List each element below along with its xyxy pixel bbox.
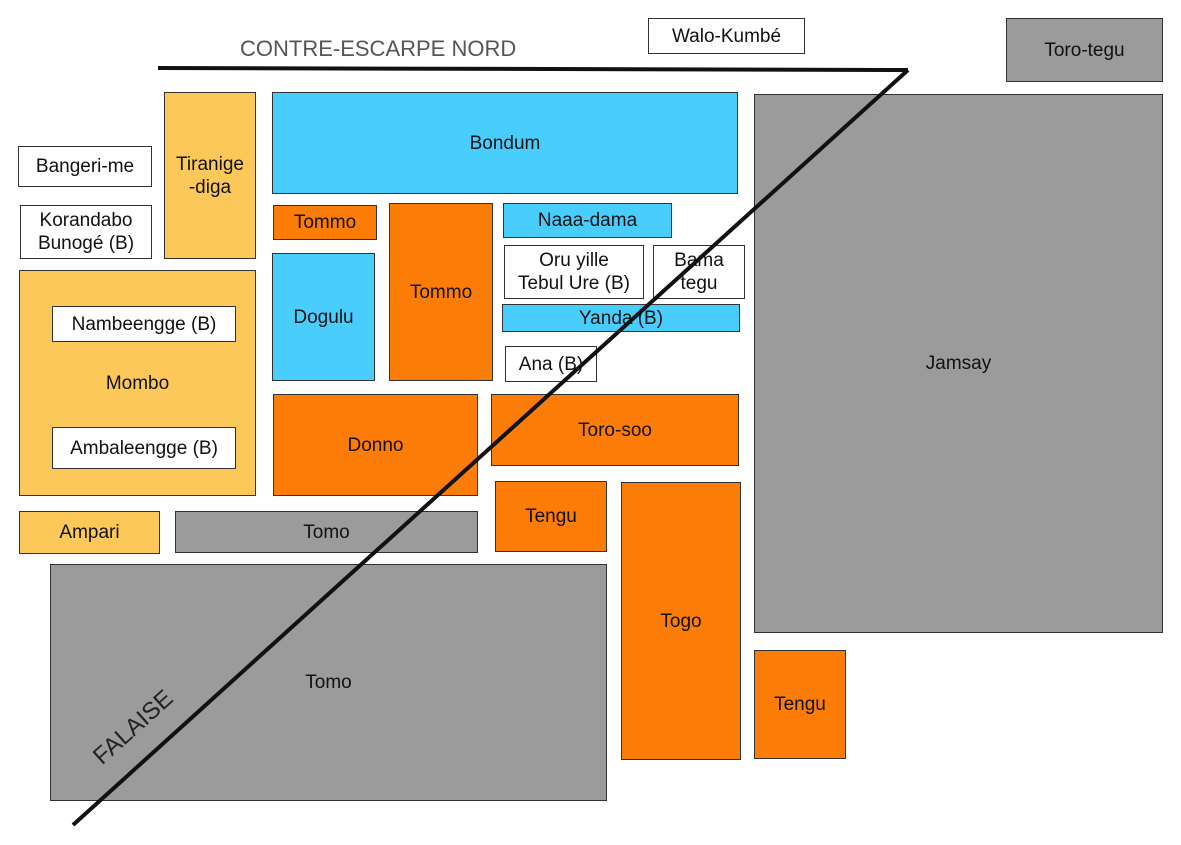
- area-togo: Togo: [621, 482, 741, 760]
- area-bondum: Bondum: [272, 92, 738, 194]
- area-oru-yille: Oru yille Tebul Ure (B): [504, 245, 644, 299]
- area-tommo: Tommo: [389, 203, 493, 381]
- contre-escarpe-label: CONTRE-ESCARPE NORD: [240, 36, 517, 61]
- area-ambaleengge: Ambaleengge (B): [52, 427, 236, 469]
- area-bangeri-me: Bangeri-me: [18, 146, 152, 187]
- contre-escarpe-line: [157, 66, 909, 72]
- area-walo-kumbe: Walo-Kumbé: [648, 18, 805, 54]
- area-jamsay: Jamsay: [754, 94, 1163, 633]
- area-tengu-1: Tengu: [495, 481, 607, 552]
- area-nambeengge: Nambeengge (B): [52, 306, 236, 342]
- area-toro-soo: Toro-soo: [491, 394, 739, 466]
- area-donno: Donno: [273, 394, 478, 496]
- area-toro-tegu: Toro-tegu: [1006, 18, 1163, 82]
- area-ampari: Ampari: [19, 511, 160, 554]
- area-korandabo: Korandabo Bunogé (B): [20, 205, 152, 259]
- falaise-line: [71, 68, 910, 827]
- area-naaa-dama: Naaa-dama: [503, 203, 672, 238]
- area-tommo-small: Tommo: [273, 205, 377, 240]
- area-dogulu: Dogulu: [272, 253, 375, 381]
- area-tomo-strip: Tomo: [175, 511, 478, 553]
- area-tengu-2: Tengu: [754, 650, 846, 759]
- area-tiranige-diga: Tiranige -diga: [164, 92, 256, 259]
